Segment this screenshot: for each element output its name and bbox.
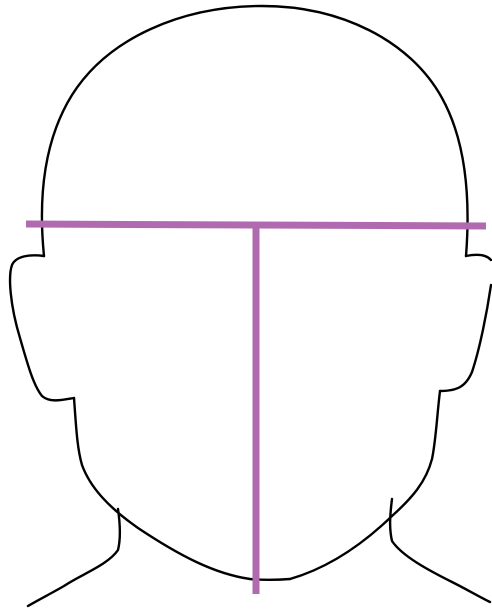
horizontal-width-line [26, 224, 486, 226]
right-ear-outline [440, 255, 491, 391]
left-neck-outline [28, 509, 120, 606]
left-ear-outline [10, 255, 74, 400]
right-neck-outline [390, 499, 490, 602]
cranium-outline [42, 6, 468, 256]
right-jaw-outline [290, 391, 440, 579]
